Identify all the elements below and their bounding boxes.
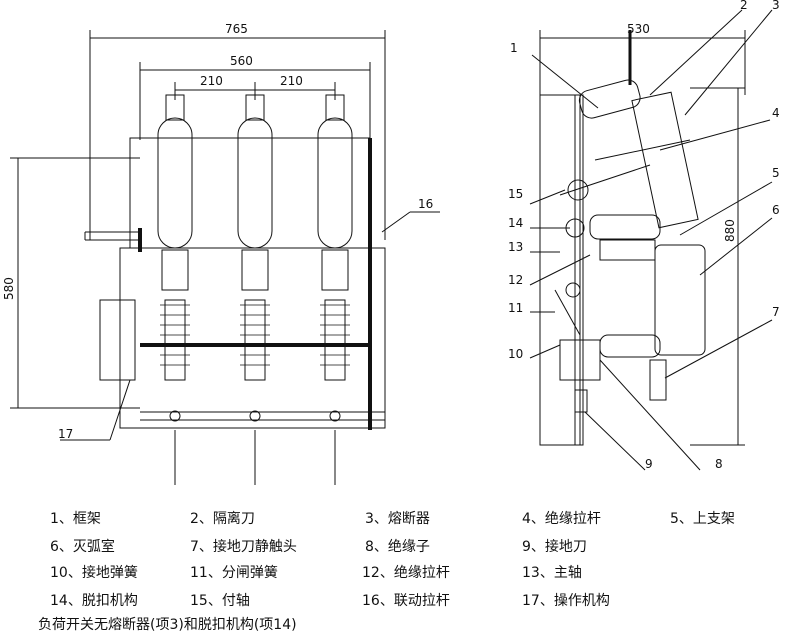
dim-pitch-left: 210 <box>200 74 223 88</box>
legend-item-main-shaft: 13、主轴 <box>522 565 582 581</box>
callout-12: 12 <box>508 273 523 287</box>
callout-3: 3 <box>772 0 780 12</box>
legend-item-trip-mechanism: 14、脱扣机构 <box>50 593 138 609</box>
legend-item-insulating-rod: 4、绝缘拉杆 <box>522 511 601 527</box>
parts-legend: 1、框架 2、隔离刀 3、熔断器 4、绝缘拉杆 5、上支架 6、灭弧室 7、接地… <box>0 500 795 635</box>
legend-item-earth-contact: 7、接地刀静触头 <box>190 539 297 555</box>
legend-item-upper-bracket: 5、上支架 <box>670 511 735 527</box>
callout-11: 11 <box>508 301 523 315</box>
callout-2: 2 <box>740 0 748 12</box>
callout-5: 5 <box>772 166 780 180</box>
dim-height-left: 580 <box>2 277 16 300</box>
legend-item-fuse: 3、熔断器 <box>365 511 430 527</box>
legend-item-aux-shaft: 15、付轴 <box>190 593 250 609</box>
figure-caption: 负荷开关无熔断器(项3)和脱扣机构(项14) <box>38 617 297 633</box>
legend-item-earth-blade: 9、接地刀 <box>522 539 587 555</box>
callout-1: 1 <box>510 41 518 55</box>
dim-rail-width: 560 <box>230 54 253 68</box>
phase-1 <box>157 94 193 485</box>
callout-9: 9 <box>645 457 653 471</box>
legend-item-opening-spring: 11、分闸弹簧 <box>190 565 278 581</box>
callout-16: 16 <box>418 197 433 211</box>
legend-item-linkage-rod: 16、联动拉杆 <box>362 593 450 609</box>
callout-14: 14 <box>508 216 523 230</box>
callout-6: 6 <box>772 203 780 217</box>
phase-2 <box>237 94 273 485</box>
callout-4: 4 <box>772 106 780 120</box>
legend-item-earth-spring: 10、接地弹簧 <box>50 565 138 581</box>
dim-overall-width: 765 <box>225 22 248 36</box>
legend-item-operating-mechanism: 17、操作机构 <box>522 593 610 609</box>
legend-item-arc-chamber: 6、灭弧室 <box>50 539 115 555</box>
dim-side-width: 530 <box>627 22 650 36</box>
dim-side-height: 880 <box>723 219 737 242</box>
callout-15: 15 <box>508 187 523 201</box>
callout-7: 7 <box>772 305 780 319</box>
callout-17: 17 <box>58 427 73 441</box>
legend-item-insulator: 8、绝缘子 <box>365 539 430 555</box>
legend-item-frame: 1、框架 <box>50 511 101 527</box>
phase-3 <box>317 94 353 485</box>
callout-13: 13 <box>508 240 523 254</box>
callout-10: 10 <box>508 347 523 361</box>
legend-item-insulating-rod-2: 12、绝缘拉杆 <box>362 565 450 581</box>
legend-item-disconnector: 2、隔离刀 <box>190 511 255 527</box>
technical-drawing: 765 560 210 210 580 16 17 <box>2 0 780 485</box>
front-view <box>10 30 440 485</box>
dim-pitch-right: 210 <box>280 74 303 88</box>
callout-8: 8 <box>715 457 723 471</box>
side-view <box>529 9 773 471</box>
